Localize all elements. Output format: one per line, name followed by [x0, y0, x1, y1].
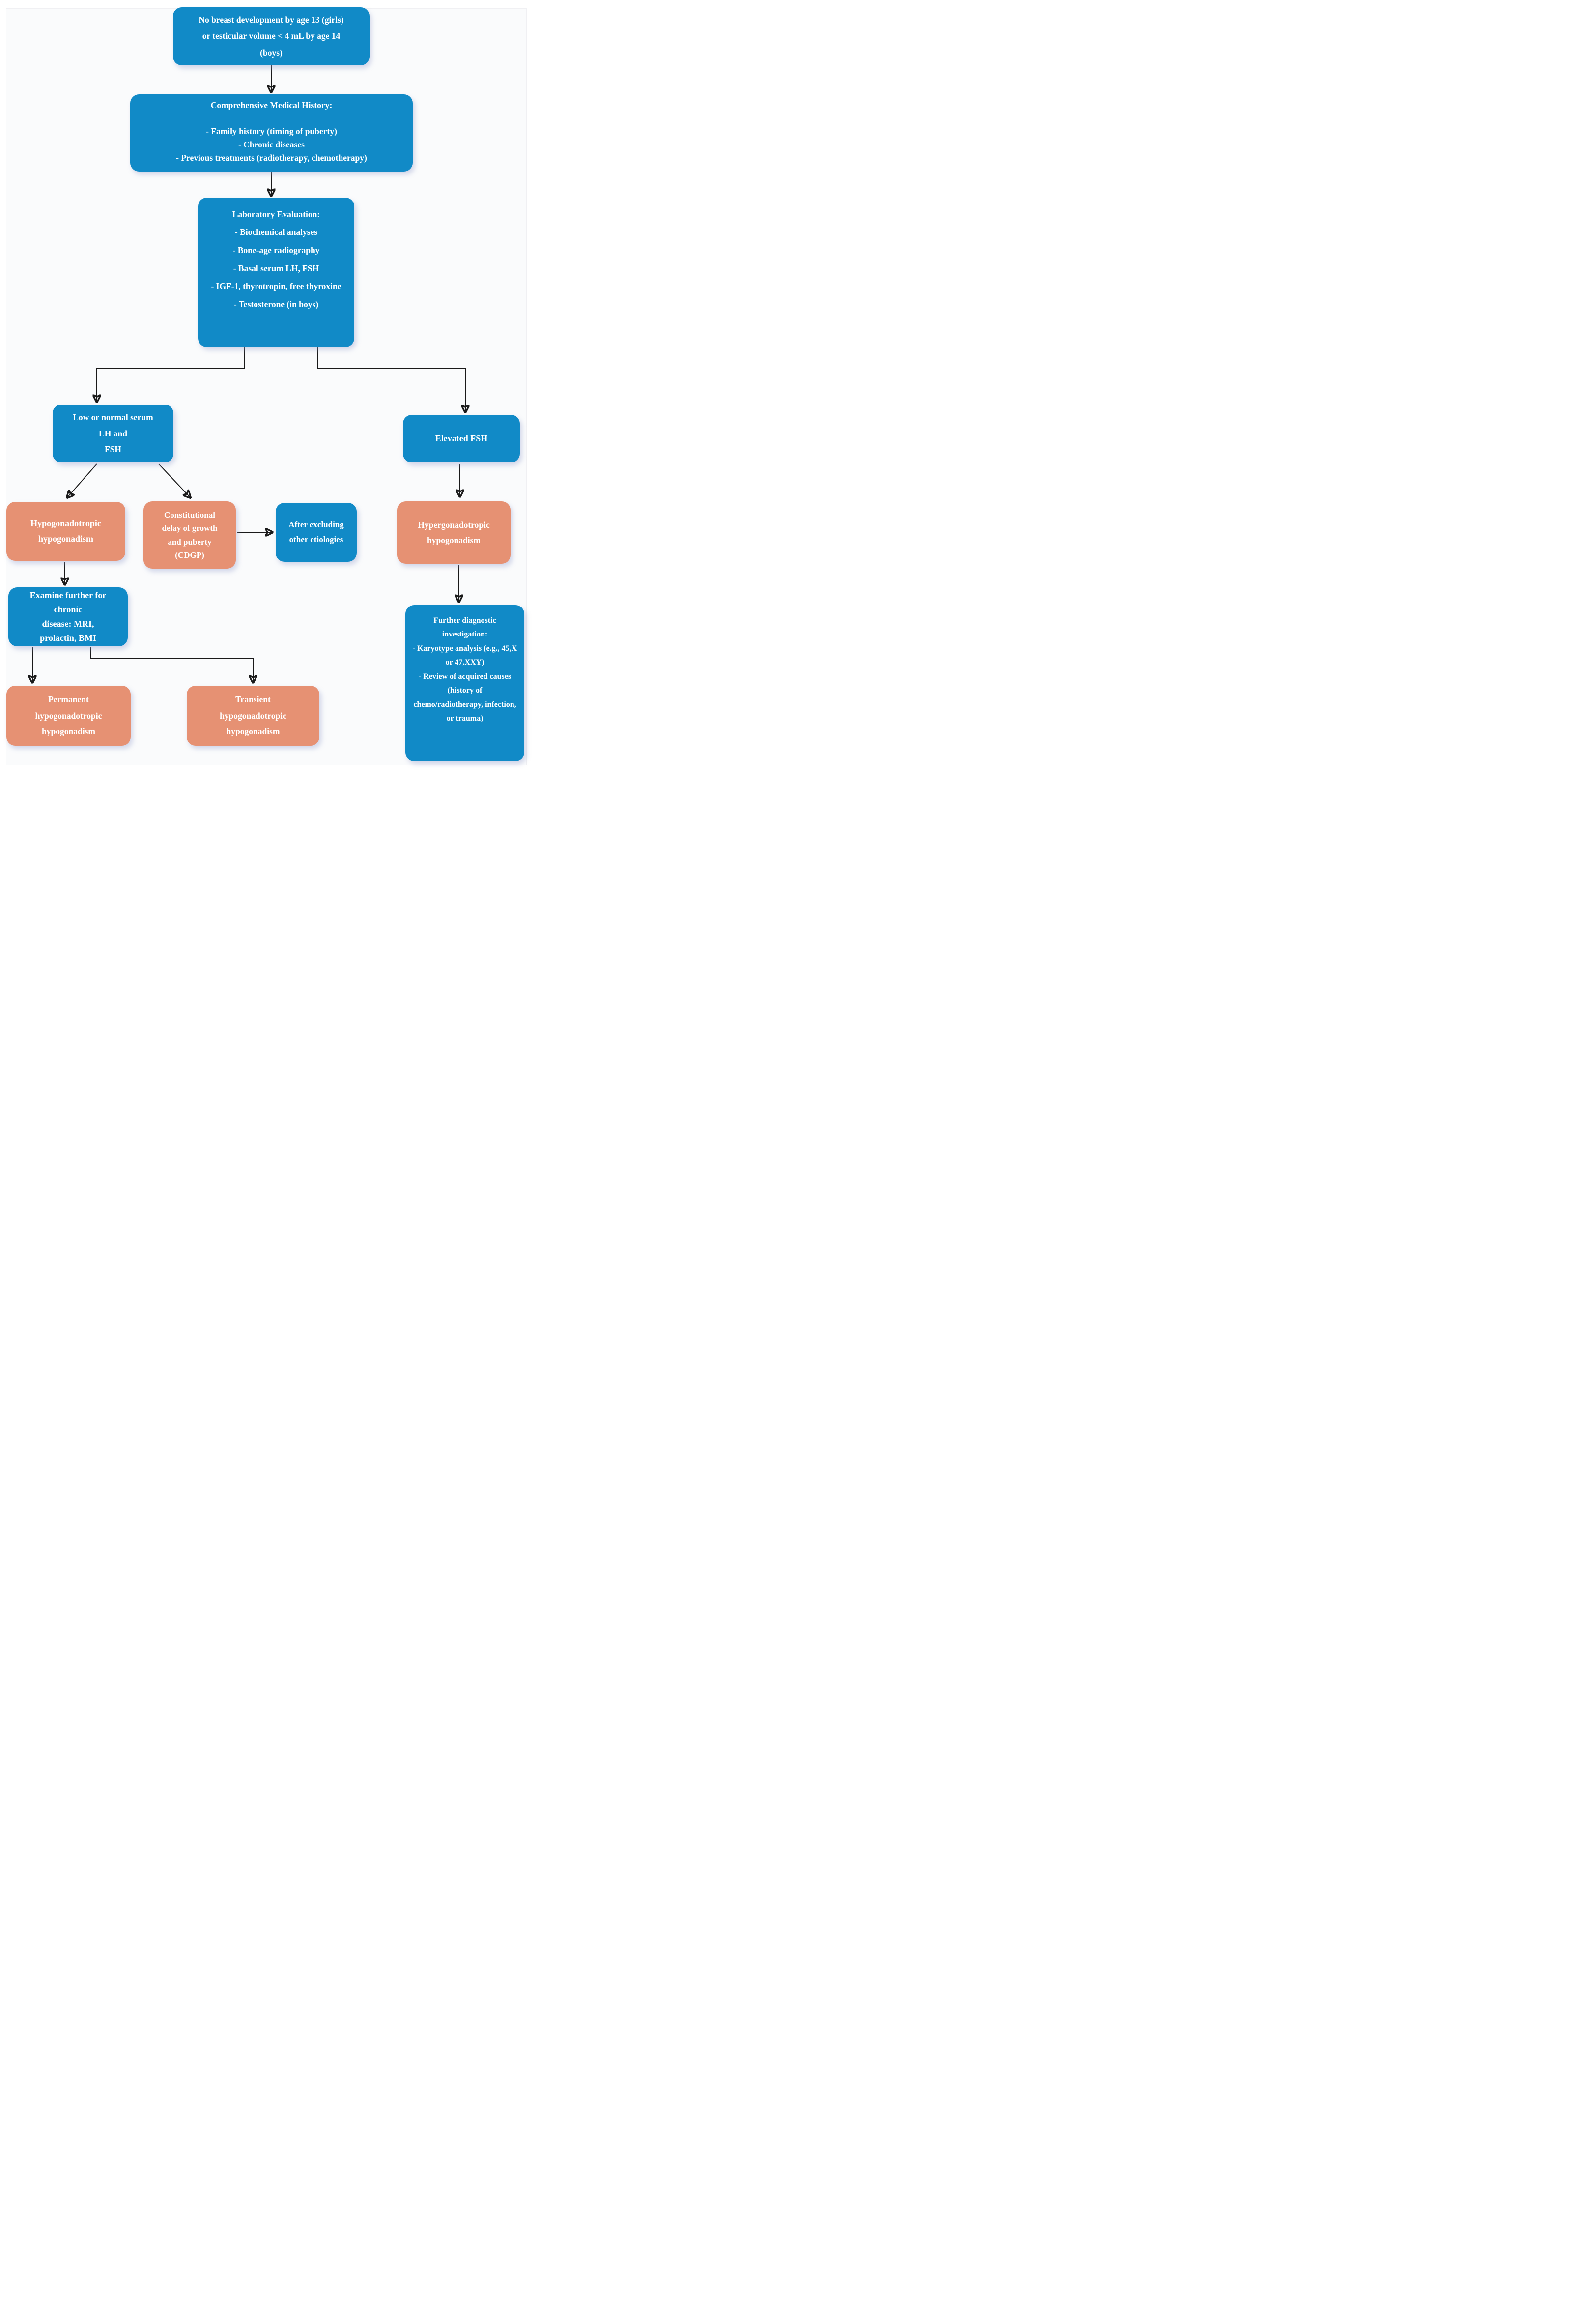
list-item: - Testosterone (in boys) [233, 299, 319, 309]
node-onset-text: No breast development by age 13 (girls) … [199, 15, 344, 58]
node-transient-text: Transient hypogonadotropic hypogonadism [220, 694, 286, 737]
node-cdgp: Constitutional delay of growth and puber… [143, 501, 236, 569]
list-item: - Basal serum LH, FSH [233, 263, 319, 273]
node-laboratory-evaluation: Laboratory Evaluation: - Biochemical ana… [198, 198, 354, 347]
list-item: - Biochemical analyses [234, 227, 318, 237]
list-item: - IGF-1, thyrotropin, free thyroxine [211, 281, 342, 291]
flowchart-figure: No breast development by age 13 (girls) … [0, 0, 532, 771]
node-further-diagnostic-title: Further diagnostic investigation: [433, 616, 496, 639]
node-cdgp-text: Constitutional delay of growth and puber… [162, 510, 218, 560]
node-examine-further-text: Examine further for chronic disease: MRI… [29, 590, 107, 643]
node-medical-history: Comprehensive Medical History: - Family … [130, 94, 413, 172]
node-elevated-fsh-text: Elevated FSH [435, 434, 488, 444]
node-hypergonadotropic-text: Hypergonadotropic hypogonadism [418, 520, 490, 545]
node-elevated-fsh: Elevated FSH [403, 415, 520, 462]
list-item: - Family history (timing of puberty) [206, 126, 337, 136]
list-item: - Review of acquired causes (history of … [413, 672, 516, 723]
node-after-excluding-etiologies: After excluding other etiologies [276, 503, 357, 562]
list-item: - Karyotype analysis (e.g., 45,X or 47,X… [412, 644, 517, 667]
node-hypogonadotropic-hypogonadism: Hypogonadotropic hypogonadism [6, 502, 125, 561]
list-item: - Chronic diseases [238, 139, 305, 149]
node-permanent-text: Permanent hypogonadotropic hypogonadism [35, 694, 102, 737]
node-low-normal-lh-fsh: Low or normal serum LH and FSH [53, 405, 173, 462]
node-onset-criteria: No breast development by age 13 (girls) … [173, 7, 370, 65]
node-examine-further: Examine further for chronic disease: MRI… [8, 587, 128, 646]
node-laboratory-evaluation-title: Laboratory Evaluation: [232, 209, 320, 219]
list-item: - Previous treatments (radiotherapy, che… [176, 152, 367, 163]
node-medical-history-list: - Family history (timing of puberty) - C… [176, 125, 367, 165]
node-medical-history-title: Comprehensive Medical History: [210, 100, 333, 110]
list-item: - Bone-age radiography [232, 245, 320, 255]
node-after-excluding-text: After excluding other etiologies [288, 520, 344, 544]
node-permanent-hypogonadotropic: Permanent hypogonadotropic hypogonadism [6, 686, 131, 746]
node-transient-hypogonadotropic: Transient hypogonadotropic hypogonadism [187, 686, 319, 746]
node-further-diagnostic-investigation: Further diagnostic investigation: - Kary… [405, 605, 524, 761]
node-hypergonadotropic-hypogonadism: Hypergonadotropic hypogonadism [397, 501, 511, 564]
node-low-normal-lh-fsh-text: Low or normal serum LH and FSH [73, 412, 153, 455]
node-hypogonadotropic-text: Hypogonadotropic hypogonadism [30, 518, 101, 544]
